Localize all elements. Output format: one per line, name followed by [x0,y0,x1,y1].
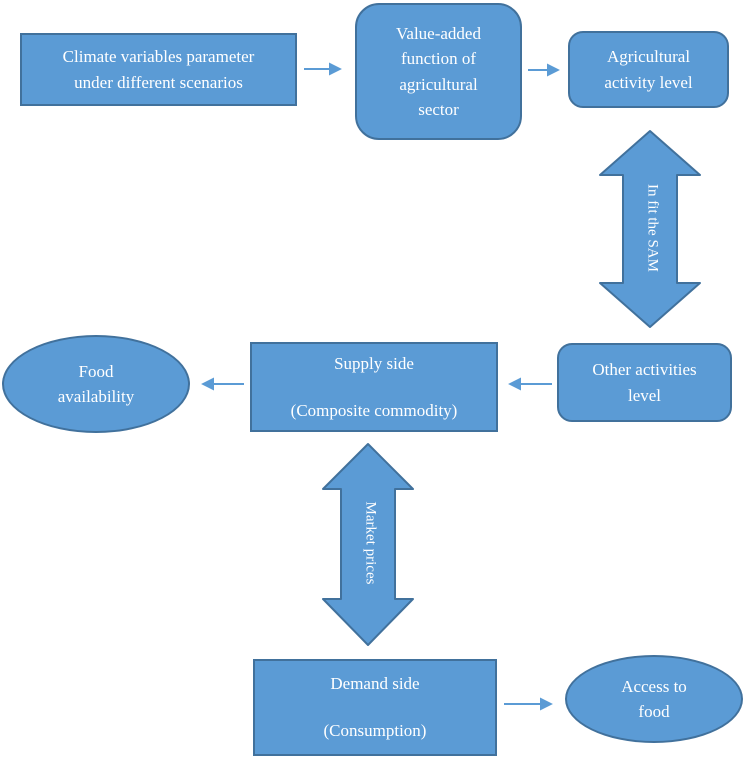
node-climate-variables-label: Climate variables parameter under differ… [62,47,255,92]
node-access-to-food: Access to food [565,655,743,743]
node-climate-variables: Climate variables parameter under differ… [20,33,297,106]
double-arrow-sam-icon [599,130,701,328]
node-demand-side-label: Demand side (Consumption) [323,674,427,741]
node-agricultural-activity-level-label: Agricultural activity level [604,47,693,92]
market-prices-arrow-label: Market prices [362,501,379,585]
sam-arrow-label: In fit the SAM [644,184,661,272]
node-other-activities-level: Other activities level [557,343,732,422]
node-food-availability: Food availability [2,335,190,433]
double-arrow-market-prices-icon [322,443,414,646]
node-other-activities-level-label: Other activities level [592,360,697,405]
node-value-added-function: Value-added function of agricultural sec… [355,3,522,140]
node-value-added-function-label: Value-added function of agricultural sec… [396,23,481,120]
node-supply-side: Supply side (Composite commodity) [250,342,498,432]
node-agricultural-activity-level: Agricultural activity level [568,31,729,108]
node-supply-side-label: Supply side (Composite commodity) [290,353,458,420]
node-demand-side: Demand side (Consumption) [253,659,497,756]
node-food-availability-label: Food availability [57,361,135,407]
node-access-to-food-label: Access to food [621,676,687,722]
